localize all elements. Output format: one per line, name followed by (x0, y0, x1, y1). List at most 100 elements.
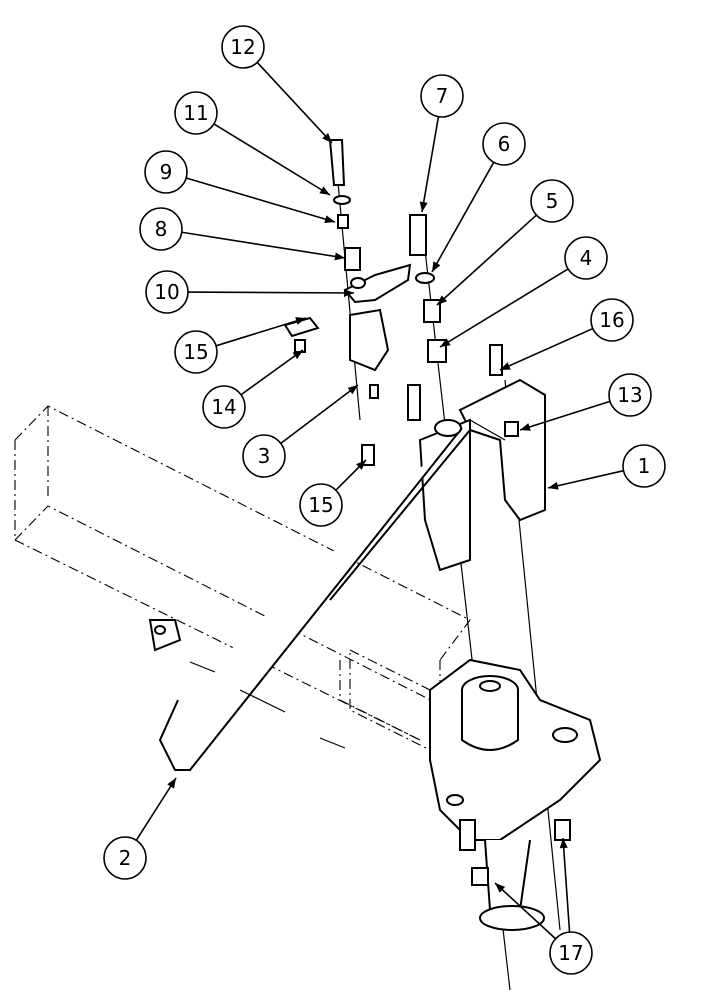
callout-9-2-balloon (144, 150, 188, 194)
callout-5-11-balloon (530, 179, 574, 223)
callout-7-9-arrowhead (419, 201, 428, 212)
callout-8-3-balloon (139, 207, 183, 251)
callout-15-8-number: 15 (308, 493, 333, 517)
callout-13-14: 13 (608, 373, 652, 417)
callout-1-15-number: 1 (638, 454, 651, 478)
callout-16-13: 16 (590, 298, 634, 342)
callout-7-9-balloon (420, 74, 464, 118)
callout-1-15: 1 (622, 444, 666, 488)
callout-10-4-number: 10 (154, 280, 179, 304)
callout-5-11-arrowhead (437, 295, 448, 305)
callout-17-17-balloon (549, 931, 593, 975)
callout-10-4: 10 (145, 270, 189, 314)
callout-13-14-arrowhead (520, 423, 531, 431)
callout-15-5: 15 (174, 330, 218, 374)
callout-8-3-leader (181, 231, 346, 259)
callout-15-5-leader (215, 317, 307, 347)
callout-17-17-second-arrowhead (559, 838, 568, 849)
callout-3-7-leader (280, 384, 359, 444)
callout-8-3-arrowhead (334, 252, 345, 261)
callout-3-7-arrowhead (347, 385, 358, 395)
callout-14-6: 14 (202, 385, 246, 429)
callout-7-9-number: 7 (436, 84, 449, 108)
callout-6-10-number: 6 (498, 132, 511, 156)
callout-16-13-arrowhead (500, 362, 511, 370)
callout-17-17-second-leader (562, 837, 571, 933)
callout-6-10-arrowhead (432, 261, 441, 272)
callout-12-0-arrowhead (322, 132, 332, 143)
callout-12-0-number: 12 (230, 35, 255, 59)
callout-12-0: 12 (221, 25, 265, 69)
callout-9-2-leader (185, 177, 336, 223)
callout-4-12-number: 4 (580, 246, 593, 270)
callout-14-6-leader (240, 349, 304, 396)
callout-11-1-leader (213, 123, 331, 196)
callout-15-8: 15 (299, 483, 343, 527)
small-parts-right (409, 214, 571, 886)
callout-3-7: 3 (242, 434, 286, 478)
callout-15-5-balloon (174, 330, 218, 374)
bracket-3 (343, 263, 412, 372)
lever-2 (158, 419, 471, 771)
frame-hardware (148, 619, 346, 749)
callout-17-17: 17 (549, 931, 593, 975)
callout-17-17-leader (494, 882, 557, 940)
callout-5-11: 5 (530, 179, 574, 223)
callout-10-4-leader (187, 291, 355, 294)
callout-12-0-leader (256, 61, 333, 144)
callout-4-12-arrowhead (440, 338, 451, 347)
callout-11-1-number: 11 (183, 101, 208, 125)
callout-3-7-number: 3 (258, 444, 271, 468)
callout-6-10: 6 (482, 122, 526, 166)
callout-8-3: 8 (139, 207, 183, 251)
callout-15-8-arrowhead (356, 460, 366, 470)
callout-8-3-number: 8 (155, 217, 168, 241)
callout-2-16-number: 2 (119, 846, 132, 870)
callout-1-15-arrowhead (548, 481, 559, 490)
callout-14-6-arrowhead (292, 350, 303, 360)
callout-15-5-arrowhead (295, 317, 306, 325)
callout-6-10-leader (431, 161, 495, 273)
callout-3-7-balloon (242, 434, 286, 478)
callout-5-11-number: 5 (546, 189, 559, 213)
callout-2-16-arrowhead (167, 778, 176, 789)
callout-11-1-arrowhead (319, 186, 330, 195)
callout-16-13-number: 16 (599, 308, 624, 332)
callout-1-15-balloon (622, 444, 666, 488)
callout-17-17-number: 17 (558, 941, 583, 965)
callout-9-2: 9 (144, 150, 188, 194)
callout-13-14-balloon (608, 373, 652, 417)
callout-4-12-leader (439, 268, 569, 348)
callout-14-6-number: 14 (211, 395, 236, 419)
callout-17-17-arrowhead (495, 883, 506, 893)
callout-9-2-number: 9 (160, 160, 173, 184)
callout-2-16: 2 (103, 836, 147, 880)
callout-16-13-balloon (590, 298, 634, 342)
callout-13-14-number: 13 (617, 383, 642, 407)
callout-15-8-balloon (299, 483, 343, 527)
callout-5-11-leader (436, 214, 537, 306)
callout-10-4-arrowhead (343, 288, 354, 297)
callout-4-12-balloon (564, 236, 608, 280)
callout-2-16-leader (135, 777, 177, 841)
callout-7-9: 7 (420, 74, 464, 118)
callout-9-2-arrowhead (324, 215, 335, 223)
small-parts-left (283, 139, 421, 466)
callout-2-16-balloon (103, 836, 147, 880)
pivot-base (429, 658, 602, 931)
callout-14-6-balloon (202, 385, 246, 429)
callout-6-10-balloon (482, 122, 526, 166)
callout-7-9-leader (421, 116, 440, 213)
callout-12-0-balloon (221, 25, 265, 69)
callout-16-13-leader (499, 327, 594, 371)
callout-13-14-leader (519, 400, 611, 431)
callout-15-5-number: 15 (183, 340, 208, 364)
callout-1-15-leader (547, 469, 624, 489)
callout-11-1-balloon (174, 91, 218, 135)
callout-4-12: 4 (564, 236, 608, 280)
callout-11-1: 11 (174, 91, 218, 135)
callout-10-4-balloon (145, 270, 189, 314)
bracket-1 (418, 378, 546, 572)
